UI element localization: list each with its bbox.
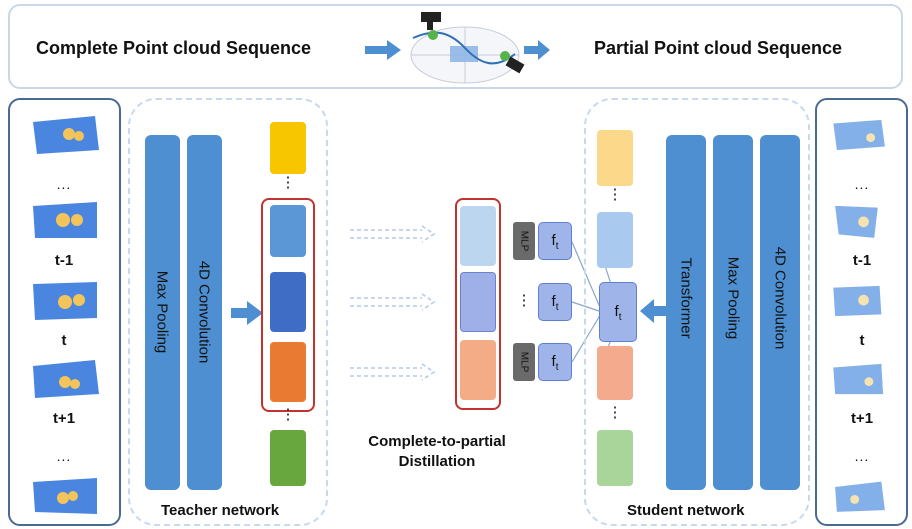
point-cloud-frame <box>833 363 884 395</box>
point-cloud-frame <box>33 202 97 238</box>
vertical-ellipsis: ⋮ <box>607 404 623 421</box>
max-pooling-layer <box>713 135 753 490</box>
f-symbol: f <box>551 293 556 310</box>
f-subscript: t <box>555 302 559 313</box>
distillation-caption-line1: Complete-to-partial <box>368 433 506 450</box>
max-pooling-label: Max Pooling <box>153 270 171 354</box>
distillation-arrows <box>350 225 436 381</box>
max-pooling-layer <box>145 135 180 490</box>
arrow-left-icon <box>640 299 670 323</box>
distilled-feature-frame <box>455 198 501 410</box>
feature-ft: ft <box>538 222 572 260</box>
arrow-right-icon <box>524 40 550 60</box>
point-cloud-frame <box>833 285 882 317</box>
point-cloud-frame <box>833 119 885 151</box>
f-symbol: f <box>551 353 556 370</box>
vertical-ellipsis: ⋮ <box>280 406 296 423</box>
teacher-feature <box>270 205 306 257</box>
4d-convolution-label: 4D Convolution <box>195 260 213 364</box>
top-banner <box>8 4 903 89</box>
mlp-block: MLP <box>513 343 535 381</box>
sequence-label-t-plus-1: t+1 <box>52 410 76 427</box>
student-feature <box>597 346 633 400</box>
4d-convolution-layer <box>760 135 800 490</box>
distilled-feature <box>460 206 496 266</box>
point-cloud-frame <box>835 205 878 238</box>
mlp-block: MLP <box>513 222 535 260</box>
sequence-label-t-minus-1: t-1 <box>54 252 74 269</box>
complete-sequence-label: Complete Point cloud Sequence <box>36 38 312 58</box>
sequence-label-t-minus-1: t-1 <box>852 252 872 269</box>
feature-ft: ft <box>538 343 572 381</box>
distilled-feature <box>460 340 496 400</box>
feature-ft: ft <box>538 283 572 321</box>
sequence-ellipsis: ... <box>854 448 870 464</box>
point-cloud-frame <box>835 481 885 512</box>
teacher-feature <box>270 342 306 402</box>
arrow-right-icon <box>365 40 401 60</box>
sequence-label-t: t <box>859 332 865 349</box>
camera-trajectory-illustration <box>410 12 525 84</box>
partial-sequence-panel <box>815 98 908 526</box>
sequence-label-t-plus-1: t+1 <box>850 410 874 427</box>
student-feature-ft: ft <box>599 282 637 342</box>
vertical-ellipsis: ⋮ <box>607 186 623 203</box>
teacher-feature <box>270 122 306 174</box>
max-pooling-label: Max Pooling <box>724 256 742 340</box>
teacher-feature <box>270 430 306 486</box>
transformer-layer <box>666 135 706 490</box>
f-symbol: f <box>614 303 619 320</box>
f-subscript: t <box>618 312 622 323</box>
student-feature <box>597 430 633 486</box>
mlp-label: MLP <box>518 351 530 373</box>
4d-convolution-layer <box>187 135 222 490</box>
sequence-ellipsis: ... <box>56 448 72 464</box>
vertical-ellipsis: ⋮ <box>280 174 296 191</box>
student-network-panel <box>584 98 810 526</box>
student-feature <box>597 130 633 186</box>
4d-convolution-label: 4D Convolution <box>771 246 789 350</box>
sequence-ellipsis: ... <box>56 176 72 192</box>
complete-sequence-panel <box>8 98 121 526</box>
point-cloud-frame <box>33 282 97 320</box>
teacher-network-caption: Teacher network <box>161 502 280 519</box>
point-cloud-frame <box>33 116 99 154</box>
point-cloud-frame <box>33 478 97 514</box>
student-feature <box>597 212 633 268</box>
teacher-feature <box>270 272 306 332</box>
arrow-right-icon <box>231 301 263 325</box>
student-network-caption: Student network <box>627 502 745 519</box>
distillation-caption-line2: Distillation <box>398 453 476 470</box>
point-cloud-frame <box>33 360 99 398</box>
sequence-label-t: t <box>61 332 67 349</box>
teacher-network-panel <box>128 98 328 526</box>
distilled-feature <box>460 272 496 332</box>
mlp-label: MLP <box>518 230 530 252</box>
sequence-ellipsis: ... <box>854 176 870 192</box>
f-subscript: t <box>555 362 559 373</box>
vertical-ellipsis: ⋮ <box>516 292 532 309</box>
f-symbol: f <box>551 232 556 249</box>
partial-sequence-label: Partial Point cloud Sequence <box>594 38 843 58</box>
selected-feature-frame <box>261 198 315 412</box>
transformer-label: Transformer <box>677 257 695 339</box>
f-subscript: t <box>555 241 559 252</box>
